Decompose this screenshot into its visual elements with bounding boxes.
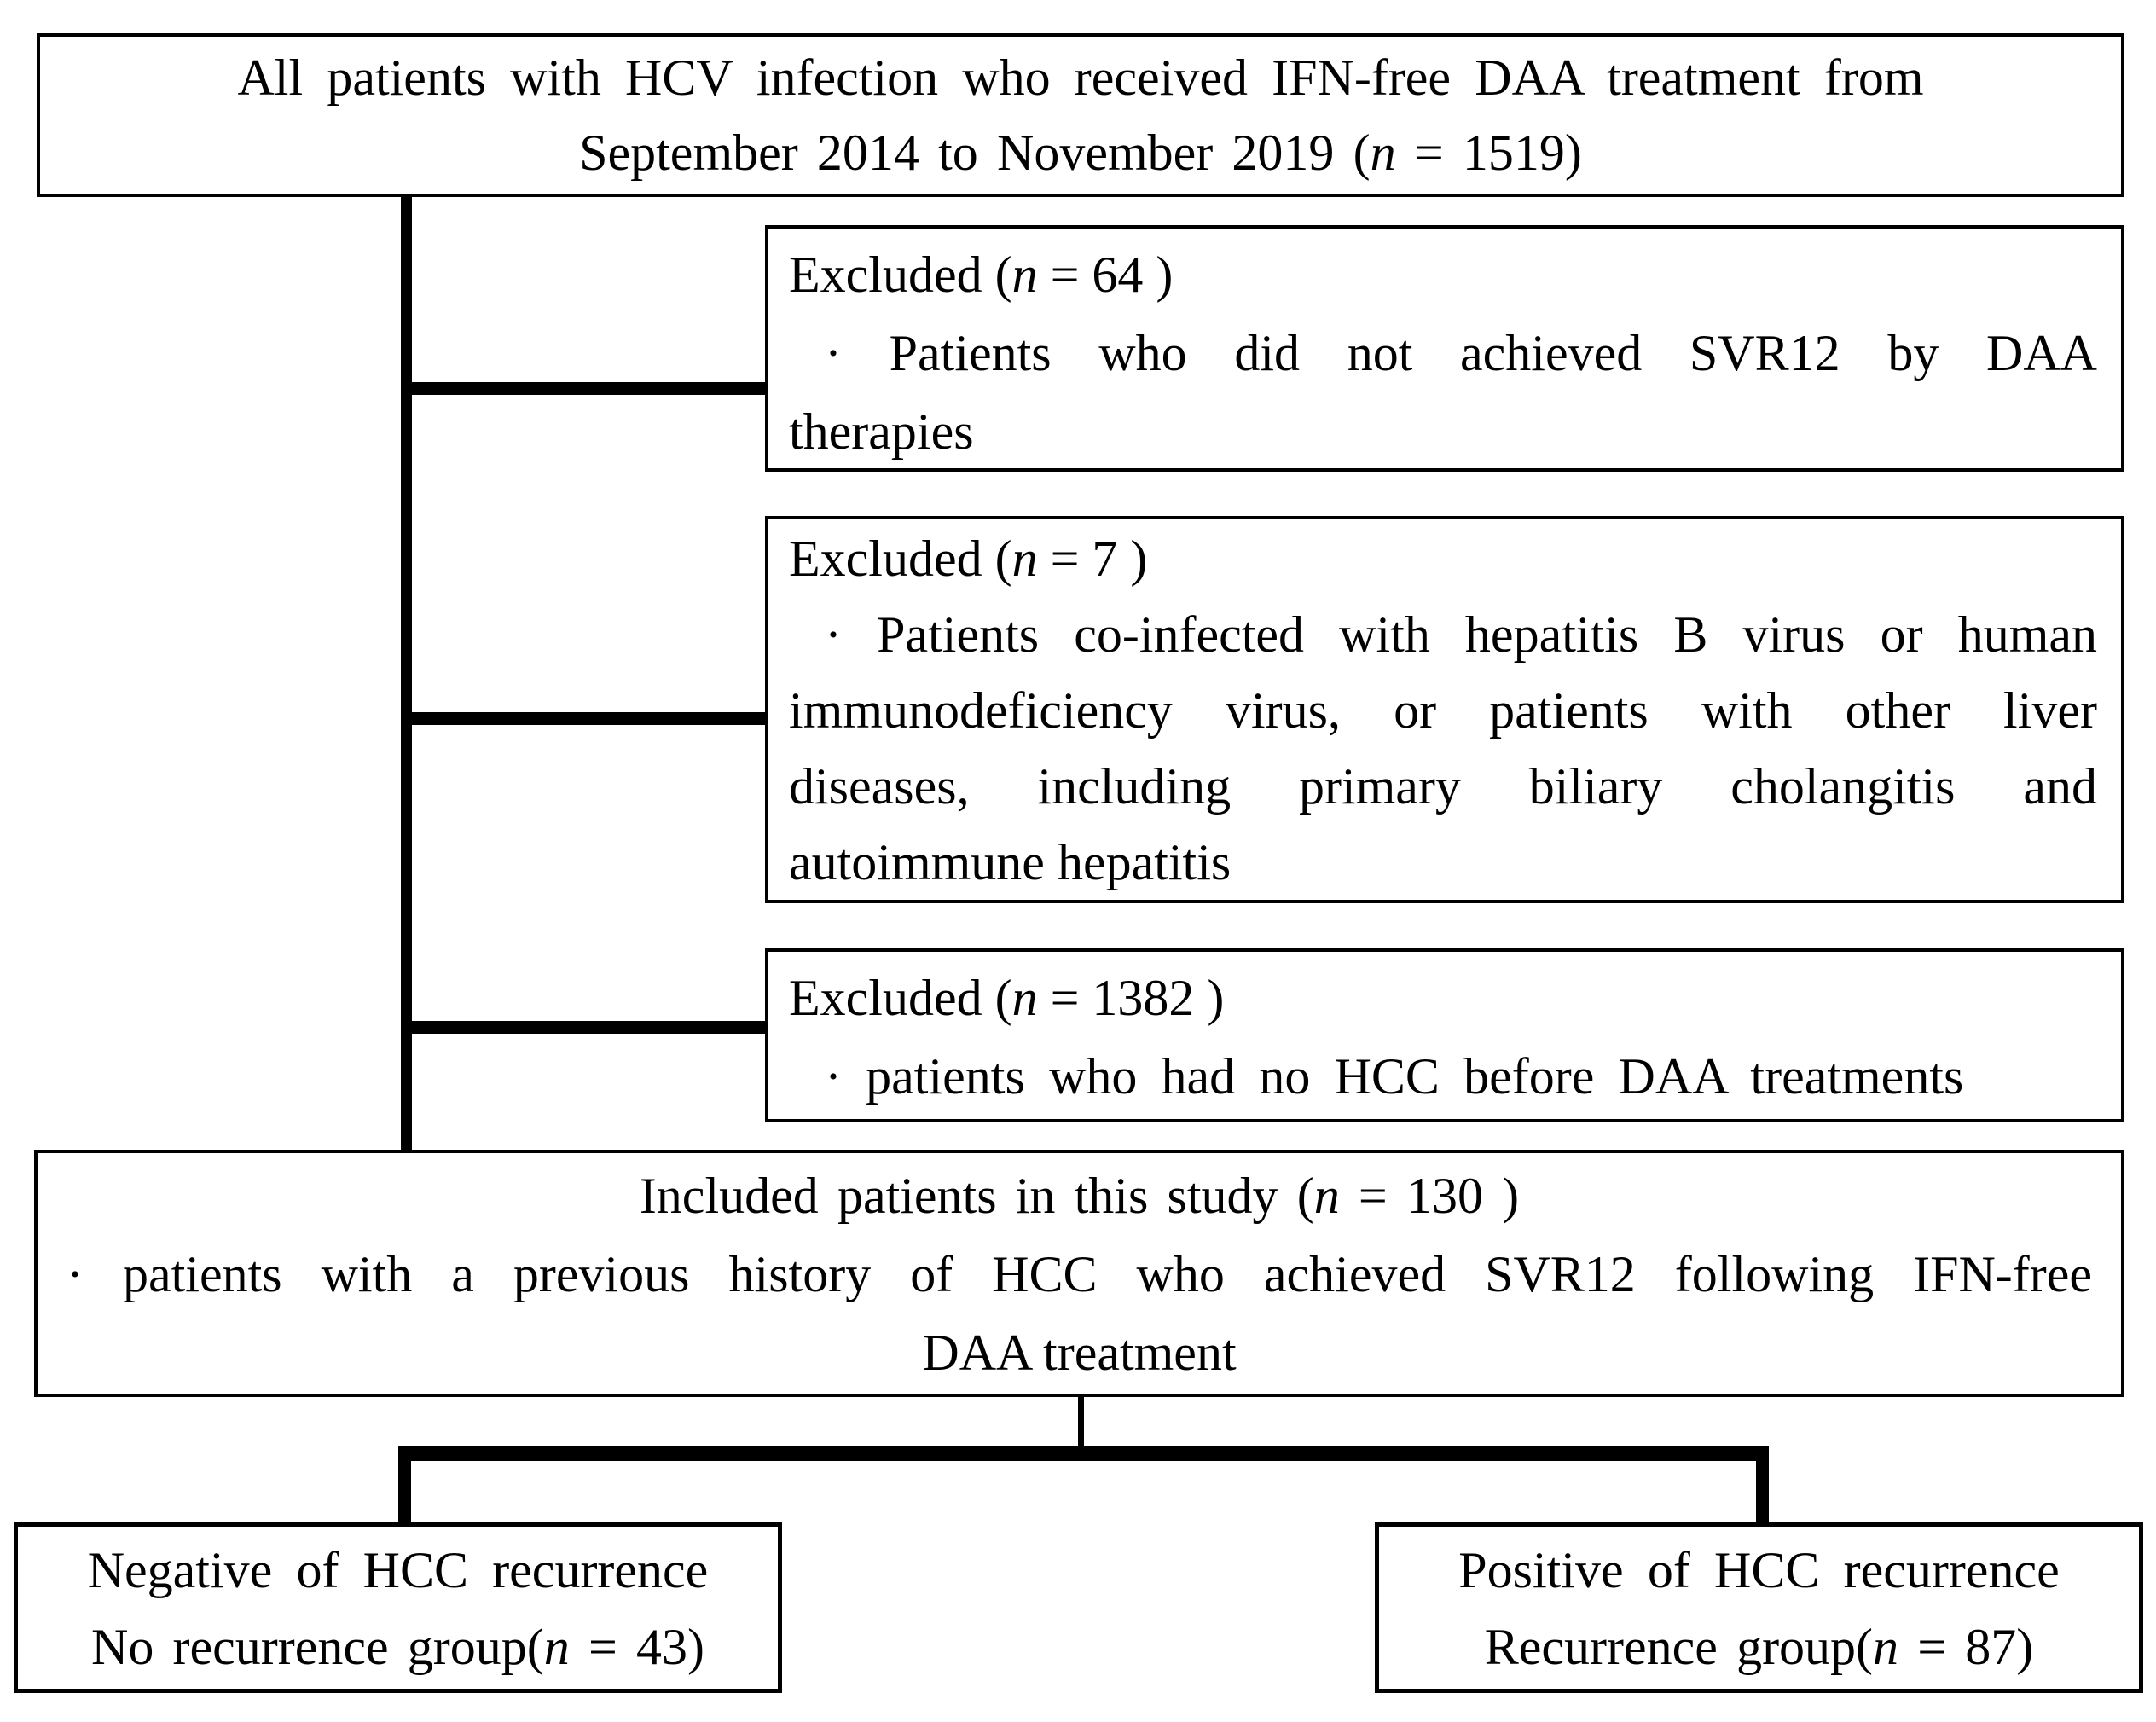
- excluded-3-line-1: · patients who had no HCC before DAA tre…: [825, 1048, 1964, 1105]
- connector-right-drop: [1756, 1458, 1769, 1525]
- excluded-box-2: Excluded (n = 7 ) · Patients co-infected…: [765, 516, 2124, 903]
- connector-branch-excluded-3: [412, 1021, 765, 1034]
- recurrence-line-2: Recurrence group(n = 87): [1484, 1619, 2034, 1675]
- excluded-3-heading: Excluded (n = 1382 ): [789, 970, 1225, 1026]
- no-recurrence-line-2: No recurrence group(n = 43): [90, 1619, 704, 1675]
- included-line-3: DAA treatment: [922, 1325, 1237, 1381]
- connector-left-drop: [398, 1458, 411, 1525]
- excluded-box-3: Excluded (n = 1382 ) · patients who had …: [765, 948, 2124, 1122]
- included-line-1: Included patients in this study (n = 130…: [639, 1168, 1520, 1224]
- excluded-1-heading: Excluded (n = 64 ): [789, 246, 1174, 303]
- connector-branch-excluded-2: [412, 712, 765, 725]
- connector-included-drop: [1078, 1395, 1084, 1448]
- excluded-box-1: Excluded (n = 64 ) · Patients who did no…: [765, 225, 2124, 472]
- excluded-1-line-1: · Patients who did not achieved SVR12 by…: [825, 325, 2097, 381]
- excluded-2-line-4: autoimmune hepatitis: [789, 834, 1232, 890]
- recurrence-line-1: Positive of HCC recurrence: [1458, 1542, 2060, 1598]
- excluded-1-line-2: therapies: [789, 403, 974, 460]
- excluded-2-line-3: diseases, including primary biliary chol…: [789, 758, 2097, 815]
- connector-branch-excluded-1: [412, 382, 765, 395]
- no-recurrence-line-1: Negative of HCC recurrence: [87, 1542, 709, 1598]
- excluded-2-line-2: immunodeficiency virus, or patients with…: [789, 682, 2097, 739]
- recurrence-box: Positive of HCC recurrence Recurrence gr…: [1375, 1522, 2143, 1693]
- connector-main-vertical: [401, 196, 412, 1151]
- excluded-2-heading: Excluded (n = 7 ): [789, 531, 1148, 587]
- no-recurrence-box: Negative of HCC recurrence No recurrence…: [14, 1522, 782, 1693]
- included-box: Included patients in this study (n = 130…: [34, 1150, 2124, 1397]
- excluded-2-line-1: · Patients co-infected with hepatitis B …: [825, 606, 2097, 663]
- connector-split-bar: [398, 1446, 1769, 1461]
- all-patients-box: All patients with HCV infection who rece…: [37, 33, 2124, 197]
- all-patients-line-1: All patients with HCV infection who rece…: [237, 49, 1924, 106]
- included-line-2: · patients with a previous history of HC…: [67, 1246, 2092, 1302]
- all-patients-line-2: September 2014 to November 2019 (n = 151…: [579, 125, 1582, 181]
